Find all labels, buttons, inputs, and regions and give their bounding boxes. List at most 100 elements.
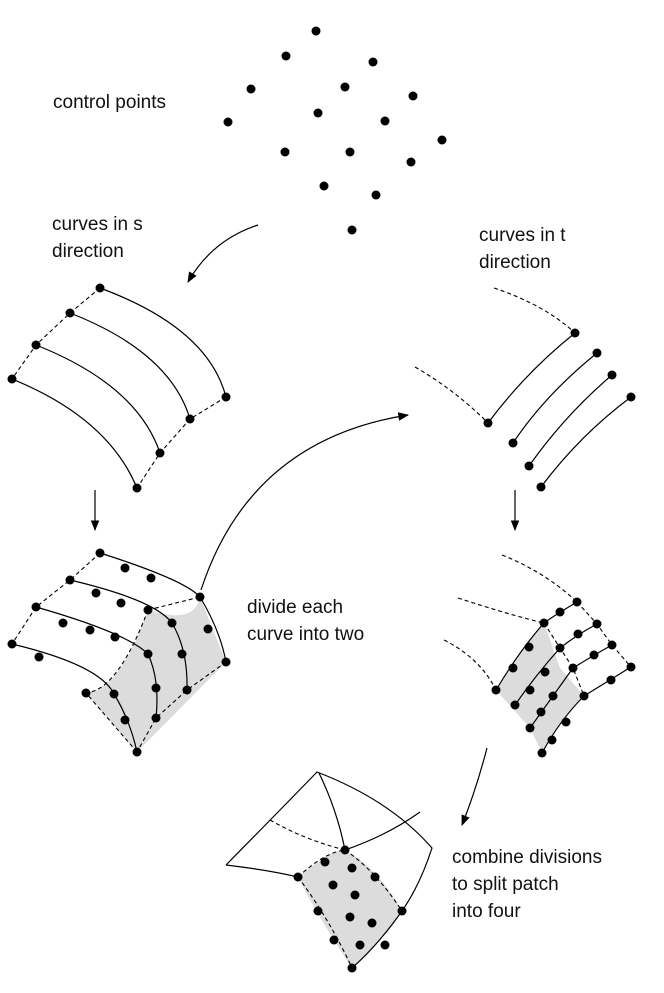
patch-outline	[344, 811, 421, 851]
patch-point	[355, 940, 365, 950]
curve-point	[536, 482, 546, 492]
curves-t-text-line2: direction	[479, 252, 551, 273]
curve-point	[132, 747, 142, 757]
curves-s-label: curves in s direction	[52, 211, 143, 265]
t-guide	[414, 366, 489, 424]
curve-point	[146, 573, 156, 583]
curve-point	[568, 663, 578, 673]
patch-outline	[225, 771, 433, 912]
curve-point	[116, 598, 126, 608]
curve-point	[626, 662, 636, 672]
t-curve	[528, 374, 613, 467]
combine-text-line1: combine divisions	[452, 847, 602, 868]
curve-point	[537, 748, 547, 758]
arrow-to-combined	[461, 747, 488, 827]
divide-text-line1: divide each	[247, 597, 344, 618]
curves-s-panel	[7, 283, 231, 493]
control-point	[345, 147, 355, 157]
curve-point	[555, 607, 565, 617]
curve-point	[85, 625, 95, 635]
curve-point	[592, 348, 602, 358]
curve-point	[65, 575, 75, 585]
curve-point	[132, 483, 142, 493]
curve-point	[143, 605, 153, 615]
divided-t-curve	[514, 647, 561, 706]
control-points-grid	[223, 26, 447, 235]
combine-text-line2: to split patch	[452, 874, 559, 895]
curve-point	[81, 688, 91, 698]
s-curve	[35, 344, 161, 454]
divided-t-boundary	[543, 622, 585, 697]
patch-outline	[225, 864, 299, 878]
curve-point	[508, 663, 518, 673]
curve-point	[570, 328, 580, 338]
curve-point	[95, 283, 105, 293]
arrow-to-t-curves	[200, 412, 410, 591]
curves-t-panel	[414, 287, 636, 492]
s-curve	[69, 312, 191, 420]
patch-point	[347, 863, 357, 873]
patch-outline	[351, 910, 403, 969]
curve-point	[185, 414, 195, 424]
curve-point	[525, 685, 535, 695]
curve-point	[579, 691, 589, 701]
divided-s-panel	[7, 548, 231, 757]
divided-curve	[35, 606, 149, 655]
curve-point	[195, 592, 205, 602]
curve-point	[95, 548, 105, 558]
s-curve	[11, 378, 138, 489]
curve-point	[572, 597, 582, 607]
patch-point	[397, 906, 407, 916]
curve-point	[607, 370, 617, 380]
control-points-label: control points	[53, 89, 166, 116]
patch-point	[293, 872, 303, 882]
curve-point	[110, 632, 120, 642]
control-point	[347, 225, 357, 235]
curves-t-text-line1: curves in t	[479, 225, 566, 246]
s-curve	[99, 287, 227, 398]
control-point	[313, 108, 323, 118]
curve-point	[143, 649, 153, 659]
curve-point	[483, 418, 493, 428]
curve-point	[109, 689, 119, 699]
divide-text-line2: curve into two	[247, 624, 365, 645]
divided-boundary	[147, 596, 201, 611]
control-point	[340, 82, 350, 92]
curve-point	[606, 675, 616, 685]
curve-point	[221, 392, 231, 402]
patch-point	[345, 912, 355, 922]
curves-s-text-line1: curves in s	[52, 214, 143, 235]
t-curve	[540, 396, 632, 488]
curve-point	[155, 448, 165, 458]
control-point	[371, 190, 381, 200]
divided-boundary	[136, 661, 227, 753]
curve-point	[548, 691, 558, 701]
divided-t-curve	[495, 622, 545, 691]
curve-point	[524, 461, 534, 471]
control-point	[280, 147, 290, 157]
patch-point	[329, 935, 339, 945]
t-curve	[487, 332, 576, 424]
curve-point	[540, 667, 550, 677]
curve-point	[491, 685, 501, 695]
control-point	[223, 117, 233, 127]
curve-point	[203, 624, 213, 634]
curve-point	[539, 618, 549, 628]
control-point	[437, 135, 447, 145]
divided-curve	[11, 643, 115, 695]
curve-point	[7, 374, 17, 384]
patch-point	[380, 940, 390, 950]
t-guide	[443, 639, 497, 691]
divided-curve	[147, 653, 158, 719]
curve-point	[34, 652, 44, 662]
control-points-text: control points	[53, 92, 167, 113]
patch-point	[320, 857, 330, 867]
curve-point	[151, 713, 161, 723]
divided-t-boundary	[576, 601, 632, 668]
curve-point	[524, 642, 534, 652]
curve-point	[589, 650, 599, 660]
curve-point	[120, 563, 130, 573]
curves-t-label: curves in t direction	[479, 222, 566, 276]
